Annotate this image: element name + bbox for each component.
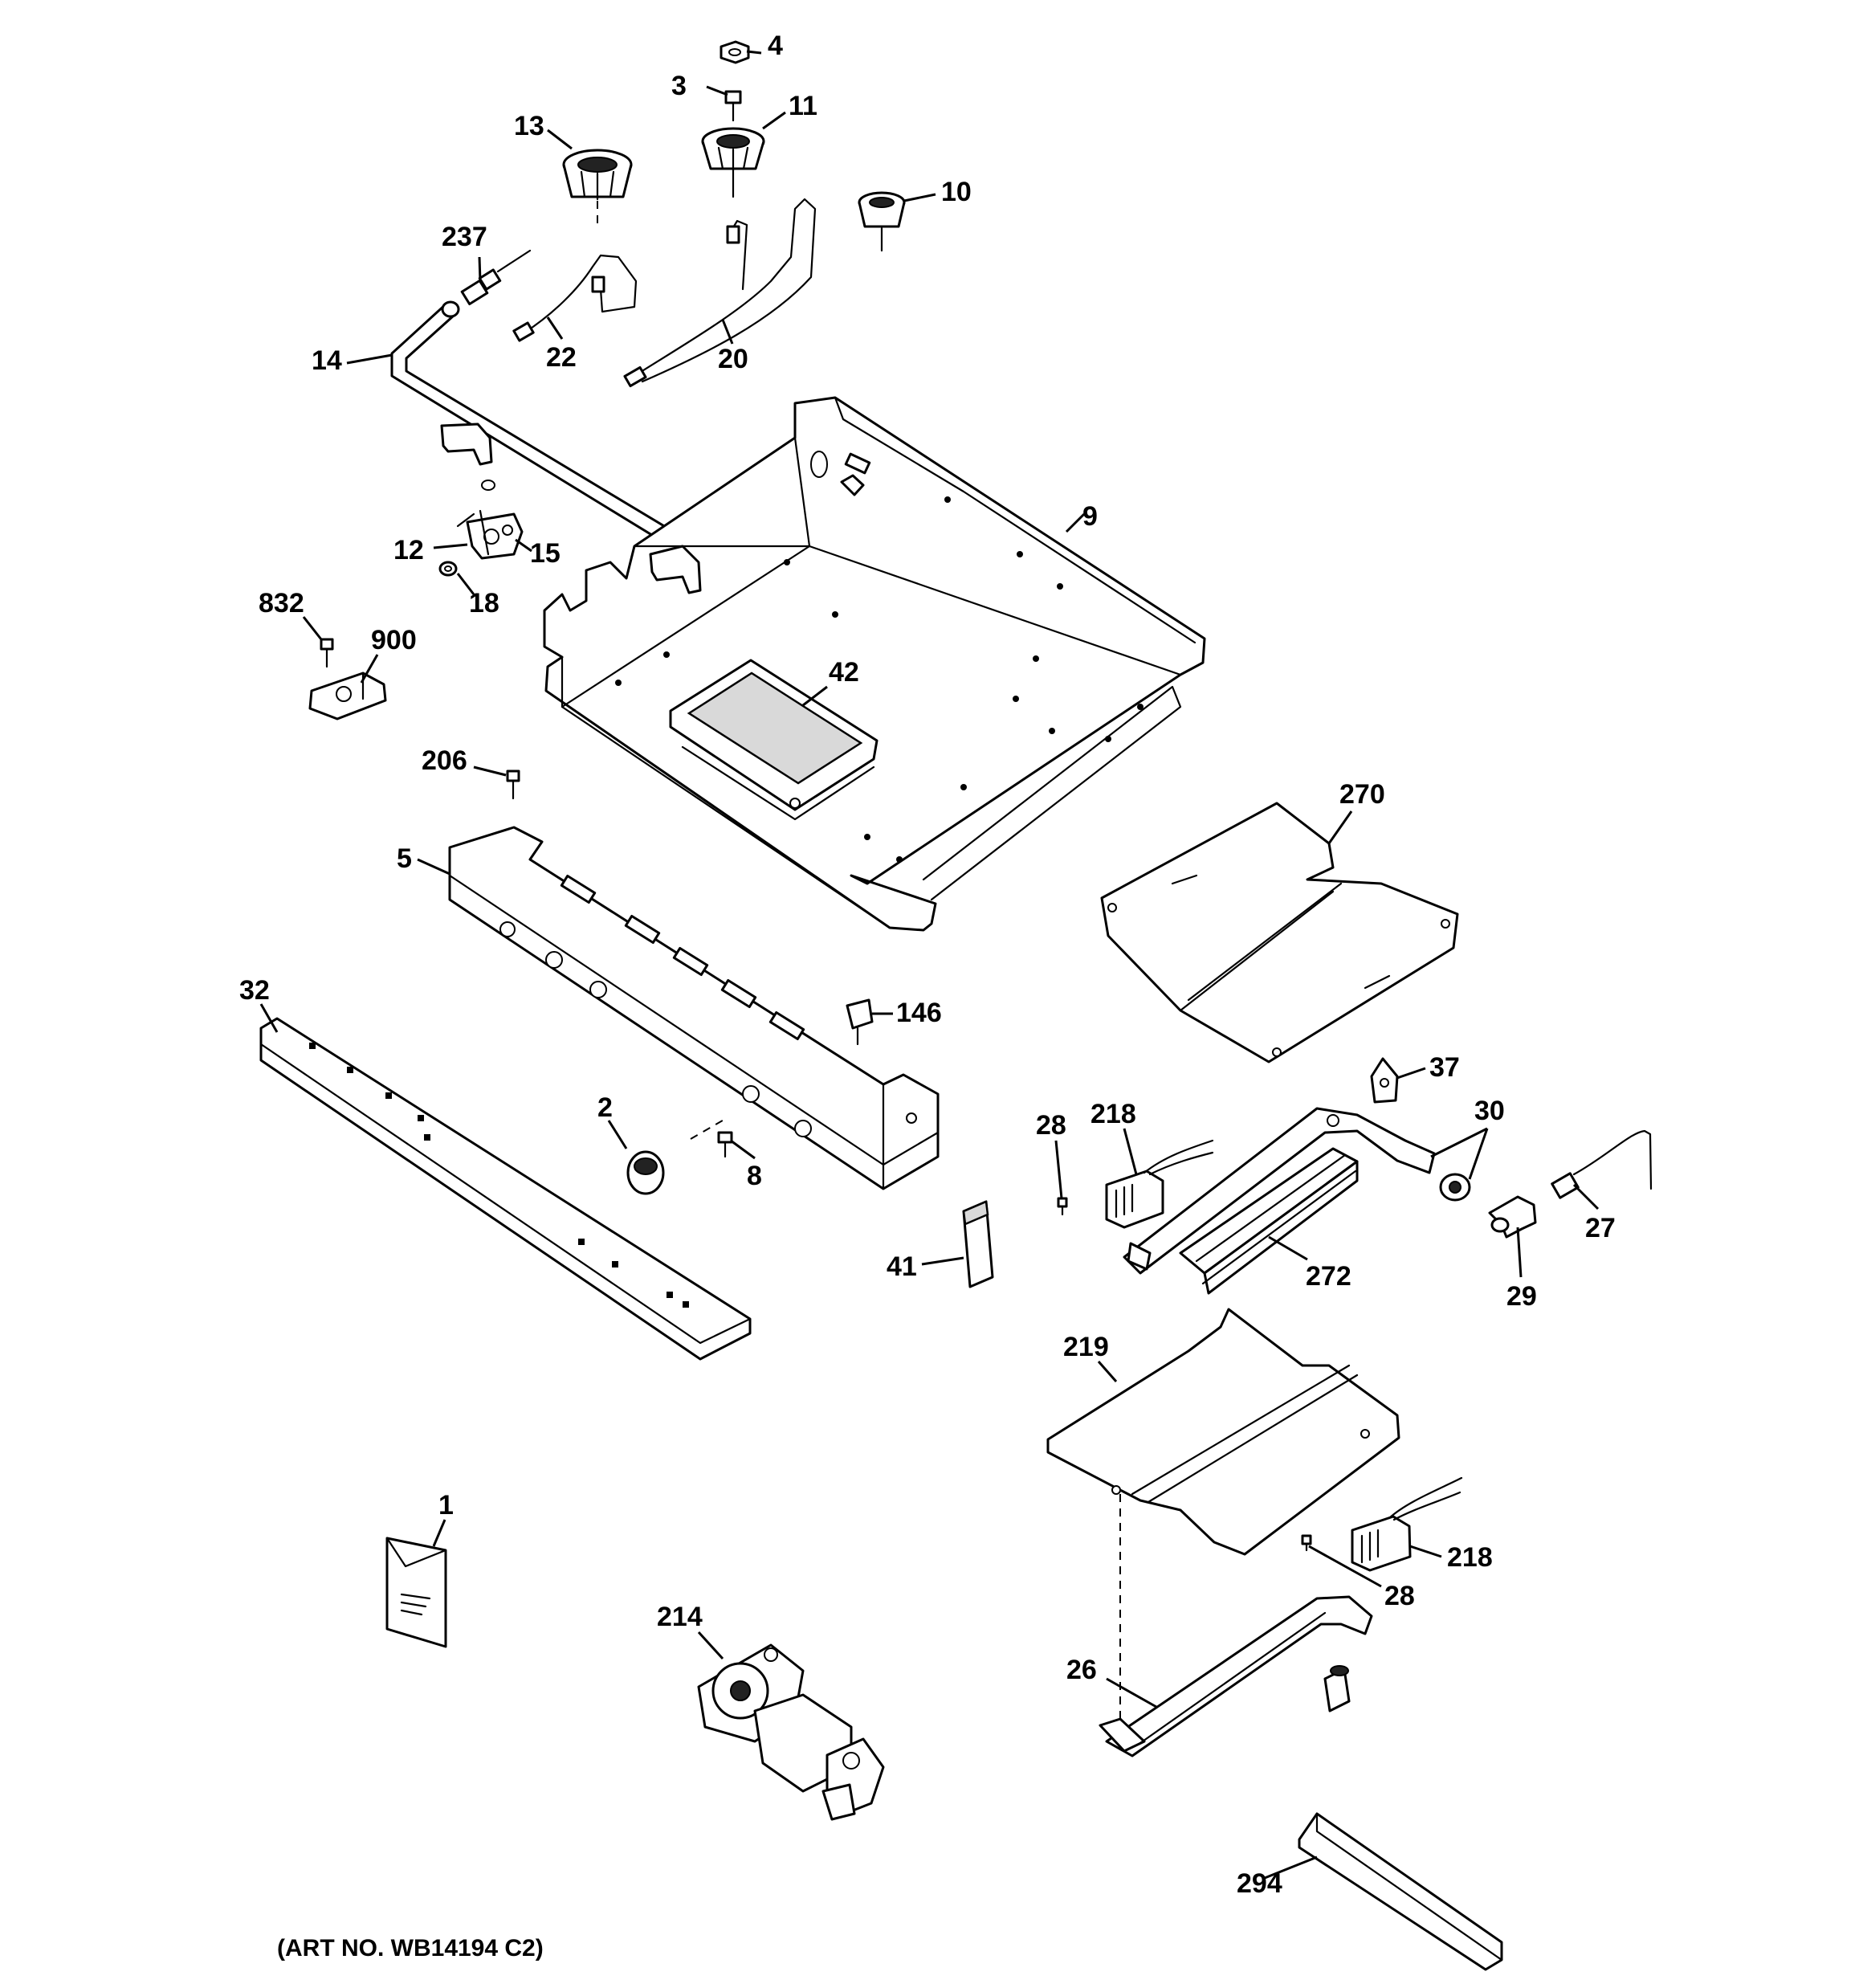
part-28a-screw [1057,1197,1068,1216]
callout-218a: 218 [1090,1099,1136,1129]
callout-26: 26 [1066,1655,1097,1685]
callout-labels: 4 3 11 13 10 237 22 20 14 9 12 15 18 832… [239,31,1616,1899]
part-146-clip [846,998,874,1046]
callout-42: 42 [829,657,859,688]
callout-832: 832 [259,588,304,618]
part-2-knob [626,1150,665,1195]
part-28b-screw [1301,1534,1312,1552]
part-30-ignition-tube [1123,1107,1471,1275]
box-bracket [649,545,702,594]
part-15-valve-bracket [456,509,524,560]
part-270-heat-shield [1100,802,1459,1063]
part-18-nut [438,561,458,577]
callout-8: 8 [747,1161,762,1191]
part-41-cover [962,1200,994,1288]
callout-18: 18 [469,588,499,618]
part-832-screw [320,638,334,668]
part-4-nut [720,40,750,64]
part-11-burner-head [701,127,765,198]
part-13-burner-head [562,149,633,229]
part-218b-igniter [1351,1476,1463,1572]
callout-218b: 218 [1447,1542,1493,1573]
part-900-bracket [308,672,387,720]
callout-30: 30 [1474,1096,1505,1126]
part-1-literature [385,1537,447,1648]
callout-22: 22 [546,342,577,373]
part-218a-igniter [1105,1139,1214,1229]
callout-270: 270 [1339,779,1385,810]
part-29-elbow [1488,1195,1537,1239]
callout-294: 294 [1237,1868,1282,1899]
callout-14: 14 [312,345,342,376]
callout-20: 20 [718,344,748,374]
callout-237: 237 [442,222,487,252]
callout-5: 5 [397,843,412,874]
manifold-bracket [440,423,495,491]
callout-1: 1 [438,1490,454,1521]
leader-lines [259,50,1600,1880]
callout-146: 146 [896,998,942,1028]
part-272-burner [1179,1147,1359,1295]
callout-206: 206 [422,745,467,776]
callout-37: 37 [1429,1052,1460,1083]
part-214-valve [697,1643,885,1821]
callout-13: 13 [514,111,544,141]
part-3-screw [724,90,742,122]
art-number: (ART NO. WB14194 C2) [277,1935,544,1961]
callout-15: 15 [530,538,561,569]
part-37-bracket [1370,1057,1399,1104]
callout-32: 32 [239,975,270,1006]
callout-272: 272 [1306,1261,1351,1292]
part-20-burner-tube [623,198,817,388]
callout-10: 10 [941,177,972,207]
part-22-burner-tube [512,254,638,342]
part-32-trim [259,1017,752,1361]
part-10-burner-head [858,191,906,252]
callout-12: 12 [393,535,424,565]
callout-29: 29 [1506,1281,1537,1312]
part-42-panel [669,659,879,821]
part-237-orifice-fitting [460,249,532,306]
part-206-screw [506,769,520,800]
callout-41: 41 [887,1251,917,1282]
part-294-bracket [1298,1812,1503,1971]
part-27-orifice [1551,1129,1653,1199]
callout-4: 4 [768,31,783,61]
callout-219: 219 [1063,1332,1109,1362]
part-26-burner [1099,1494,1373,1757]
callout-28b: 28 [1384,1581,1415,1611]
part-8-screw [690,1117,733,1158]
callout-214: 214 [657,1602,703,1632]
callout-27: 27 [1585,1213,1616,1243]
callout-11: 11 [789,91,817,121]
callout-2: 2 [597,1092,613,1123]
part-5-manifold-panel [448,826,940,1190]
callout-900: 900 [371,625,417,655]
callout-28a: 28 [1036,1110,1066,1141]
part-9-burner-box [543,396,1206,932]
callout-3: 3 [671,71,687,101]
callout-9: 9 [1082,501,1098,532]
part-219-heat-shield [1046,1308,1400,1556]
